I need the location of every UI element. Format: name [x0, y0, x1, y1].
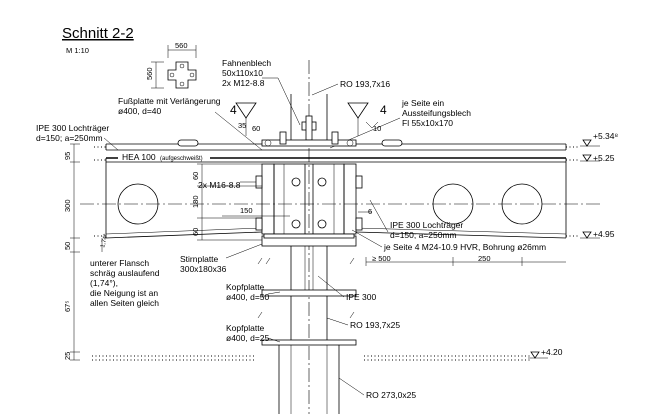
weld-mark-right: 4 — [347, 102, 387, 136]
label-kopf1-1: Kopfplatte — [226, 282, 265, 292]
label-stirn-1: Stirnplatte — [180, 254, 219, 264]
label-hea: HEA 100 — [122, 152, 156, 162]
column-lower — [261, 246, 357, 414]
vertical-dim-chain: 95 300 50 67⁵ 25 — [63, 143, 80, 361]
label-ipe-right-1: IPE 300 Lochträger — [390, 220, 463, 230]
dim-v50: 50 — [63, 242, 72, 250]
connection-assembly — [255, 163, 363, 247]
dim-angle: 1,74° — [100, 233, 110, 249]
dim-150: 150 — [240, 206, 253, 215]
level-1: +5.34⁸ — [593, 131, 619, 141]
weld-left-number: 4 — [230, 103, 237, 117]
dim-60b: 60 — [191, 228, 200, 236]
weld-6: 6 — [368, 207, 372, 216]
level-2: +5.25 — [593, 153, 615, 163]
label-flansch-4: die Neigung ist an — [90, 288, 158, 298]
label-kopf2-1: Kopfplatte — [226, 323, 265, 333]
label-ipe-right-2: d=150; a=250mm — [390, 230, 457, 240]
label-ipe300: IPE 300 — [346, 292, 377, 302]
label-aussteif-2: Aussteifungsblech — [402, 108, 471, 118]
base-plate-detail: 560 560 — [145, 41, 197, 89]
label-flansch-5: allen Seiten gleich — [90, 298, 159, 308]
label-stirn-2: 300x180x36 — [180, 264, 227, 274]
dim-500: ≥ 500 — [372, 254, 391, 263]
label-fahnenblech-3: 2x M12-8.8 — [222, 78, 265, 88]
label-flansch-1: unterer Flansch — [90, 258, 149, 268]
label-ro-mid: RO 193,7x25 — [350, 320, 400, 330]
label-ro-bottom: RO 273,0x25 — [366, 390, 416, 400]
label-m16: 2x M16-8.8 — [198, 180, 241, 190]
plate-width-dim: 560 — [175, 41, 188, 50]
label-aussteif-3: Fl 55x10x170 — [402, 118, 453, 128]
dim-35: 35 — [238, 121, 246, 130]
drawing-title: Schnitt 2-2 — [62, 25, 134, 42]
level-markers: +5.34⁸ +5.25 +4.95 +4.20 — [528, 131, 619, 359]
dim-60a: 60 — [191, 172, 200, 180]
vertical-dims-connection: 60 180 60 — [191, 163, 262, 241]
label-fahnenblech-1: Fahnenblech — [222, 58, 271, 68]
level-4: +4.20 — [541, 347, 563, 357]
label-flansch-2: schräg auslaufend — [90, 268, 160, 278]
label-flansch-3: (1,74°), — [90, 278, 118, 288]
label-fahnenblech-2: 50x110x10 — [222, 68, 263, 78]
label-fussplatte-1: Fußplatte mit Verlängerung — [118, 96, 221, 106]
label-ipe-left-2: d=150; a=250mm — [36, 133, 103, 143]
label-aussteif-1: je Seite ein — [401, 98, 444, 108]
dim-180: 180 — [191, 195, 200, 208]
dim-60: 60 — [252, 124, 260, 133]
ipe-300-beam — [94, 157, 580, 239]
weld-right-number: 4 — [380, 103, 387, 117]
level-3: +4.95 — [593, 229, 615, 239]
weld-10: 10 — [373, 124, 381, 133]
dim-v95: 95 — [63, 152, 72, 160]
beam-cap-plate — [261, 139, 357, 147]
dim-v675: 67⁵ — [63, 301, 72, 312]
label-kopf2-2: ø400, d=25 — [226, 333, 270, 343]
dim-v300: 300 — [63, 199, 72, 212]
label-ipe-left-1: IPE 300 Lochträger — [36, 123, 109, 133]
weld-mark-left: 4 — [230, 102, 257, 136]
plate-height-dim: 560 — [145, 67, 154, 80]
dim-v25: 25 — [63, 352, 72, 360]
dim-250: 250 — [478, 254, 491, 263]
label-ro-top: RO 193,7x16 — [340, 79, 390, 89]
label-bolts: je Seite 4 M24-10.9 HVR, Bohrung ø26mm — [383, 242, 546, 252]
label-hea-note: (aufgeschweißt) — [160, 156, 203, 162]
label-kopf1-2: ø400, d=50 — [226, 292, 270, 302]
drawing-scale: M 1:10 — [66, 46, 89, 55]
label-fussplatte-2: ø400, d=40 — [118, 106, 162, 116]
